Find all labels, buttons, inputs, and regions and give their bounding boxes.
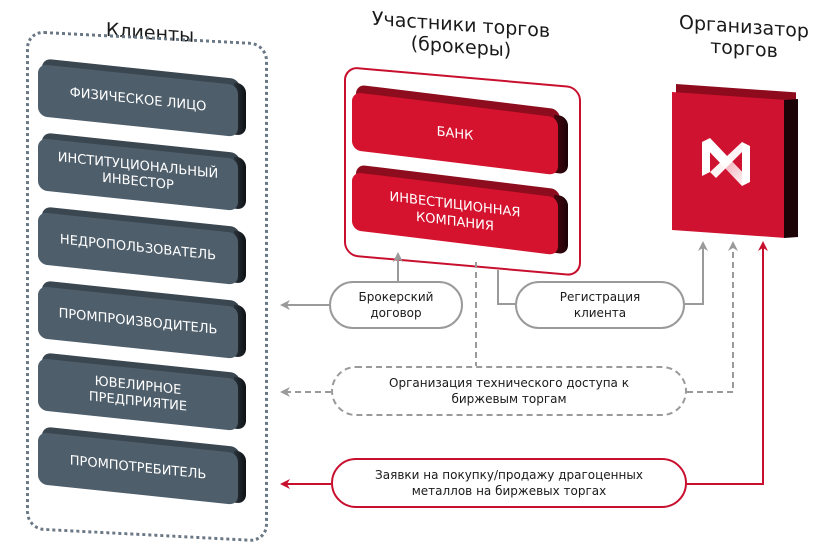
flow-technical-access: Организация технического доступа к бирже… — [331, 366, 687, 416]
arrow-techaccess-to-organizer — [687, 241, 738, 393]
arrow-registration-to-organizer — [685, 241, 708, 305]
arrow-orders-to-organizer — [687, 241, 768, 485]
flow-orders: Заявки на покупку/продажу драгоценных ме… — [331, 458, 687, 508]
connector-brokers-to-registration — [497, 270, 515, 305]
flow-brokerage-contract: Брокерский договор — [329, 281, 463, 329]
organizer-block[interactable] — [672, 84, 800, 238]
moex-logo-icon — [702, 138, 750, 186]
flow-client-registration: Регистрация клиента — [515, 281, 685, 329]
